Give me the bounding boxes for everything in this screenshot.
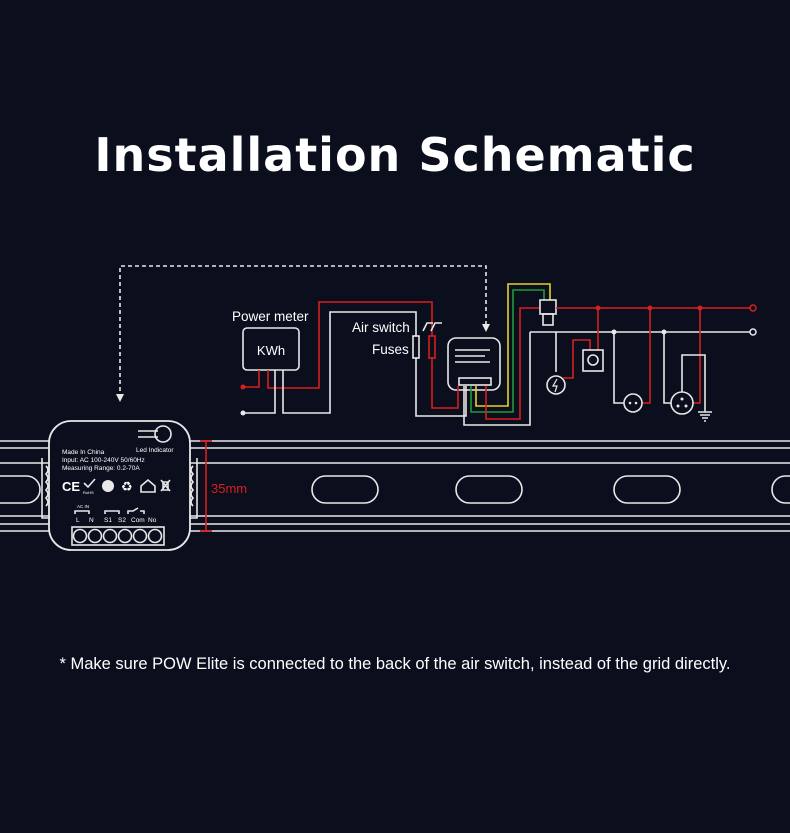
range-label: Measuring Range: 0.2-70A xyxy=(62,465,140,472)
rail-slot xyxy=(0,475,41,504)
rail-slot xyxy=(311,475,379,504)
installation-note: * Make sure POW Elite is connected to th… xyxy=(59,655,731,673)
terminal-label: S2 xyxy=(118,517,126,524)
pow-elite-device: Led Indicator Made In China Input: AC 10… xyxy=(41,420,198,551)
power-meter-box xyxy=(242,327,300,371)
led-indicator-label: Led Indicator xyxy=(136,447,174,454)
rail-slot xyxy=(455,475,523,504)
air-switch-icon xyxy=(422,322,442,332)
recycle-icon: ♻ xyxy=(121,479,133,494)
fuse-neutral xyxy=(412,335,420,359)
green-dot-icon xyxy=(102,480,114,492)
pow-elite-mini xyxy=(447,337,501,391)
relay-module xyxy=(539,299,557,315)
terminal-label: Com xyxy=(131,517,145,524)
wall-switch-icon xyxy=(582,349,604,372)
rohs-check-icon xyxy=(83,478,96,489)
ce-mark-icon: CE xyxy=(62,479,80,494)
kwh-label: KWh xyxy=(257,343,285,358)
terminal-label: No xyxy=(148,517,157,524)
air-switch-label: Air switch xyxy=(352,320,410,335)
terminal-label: L xyxy=(76,517,80,524)
two-pin-socket-icon xyxy=(623,393,643,413)
light-bulb-icon xyxy=(546,375,566,395)
dimension-marker: 35mm xyxy=(200,440,247,532)
fuse-live xyxy=(428,335,436,359)
power-meter-label: Power meter xyxy=(232,309,309,324)
rail-slot xyxy=(613,475,681,504)
rail-slot xyxy=(771,475,790,504)
made-in-label: Made In China xyxy=(62,449,105,456)
input-label: Input: AC 100-240V 50/60Hz xyxy=(62,457,145,464)
fuses-label: Fuses xyxy=(372,342,409,357)
terminal-label: S1 xyxy=(104,517,112,524)
weee-bin-icon xyxy=(160,479,171,492)
home-icon xyxy=(140,478,156,493)
page-title: Installation Schematic xyxy=(94,128,696,182)
dashed-arrow xyxy=(116,265,490,402)
terminal-label: N xyxy=(89,517,94,524)
three-pin-socket-icon xyxy=(670,391,694,415)
led-indicator-icon xyxy=(138,430,158,438)
ground-icon xyxy=(698,411,712,422)
rail-width-label: 35mm xyxy=(211,481,247,496)
rohs-label: RoHS xyxy=(83,490,94,495)
ac-in-label: AC IN xyxy=(77,504,89,509)
